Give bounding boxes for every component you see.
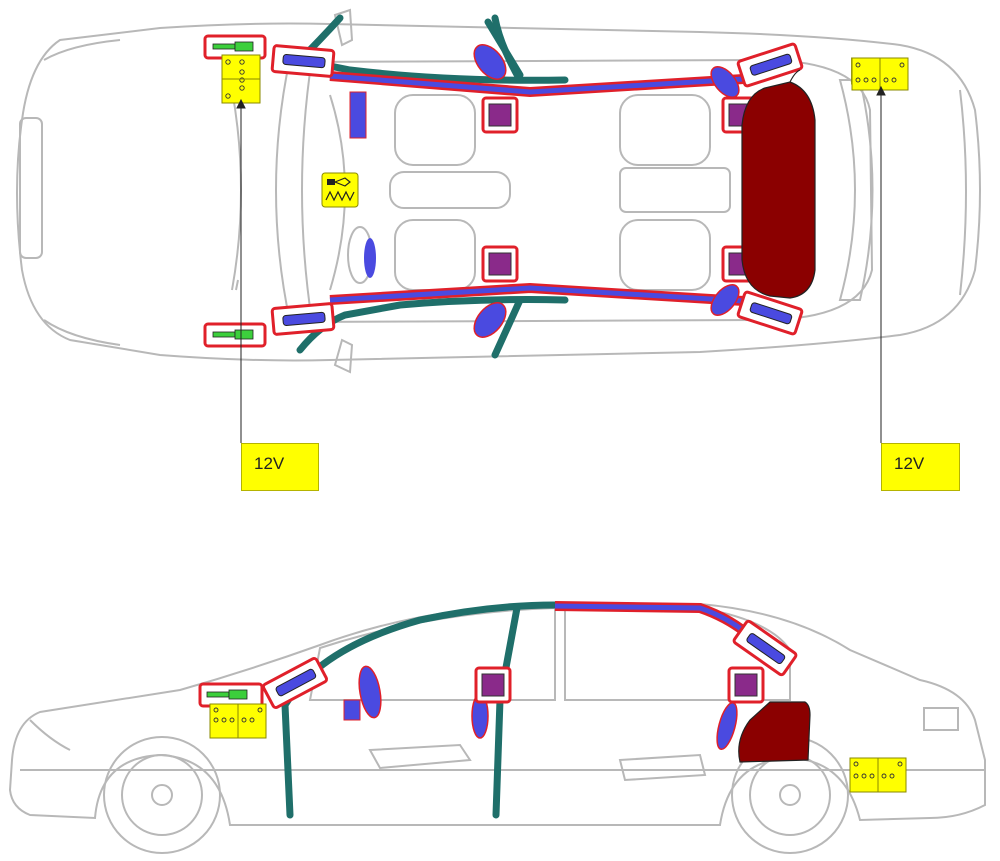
side-airbags-top xyxy=(473,44,740,338)
knee-airbag-icon xyxy=(349,91,367,139)
seat-rear-right xyxy=(619,219,711,291)
belt-tensioners-side xyxy=(474,666,765,704)
driver-airbag-icon xyxy=(364,238,376,278)
battery-rear-side xyxy=(849,757,907,793)
battery-rear-top xyxy=(851,57,909,91)
fuel-tank-side xyxy=(738,701,811,763)
battery-front-side xyxy=(209,703,267,739)
knee-airbag-side xyxy=(343,699,361,721)
center-console xyxy=(389,171,511,209)
seat-front-left xyxy=(394,94,476,166)
gas-inflators-side xyxy=(261,619,798,710)
curtain-airbags-top xyxy=(329,71,761,307)
pillars-side xyxy=(281,601,559,819)
battery-label-rear: 12V xyxy=(881,443,960,491)
rear-window xyxy=(838,79,874,301)
front-wheel xyxy=(103,736,221,854)
cabin-outline xyxy=(299,58,874,323)
battery-label-front: 12V xyxy=(241,443,319,491)
battery-icon xyxy=(221,54,261,104)
gas-inflators-top xyxy=(270,42,804,336)
front-grille xyxy=(19,117,43,259)
seat-front-right xyxy=(394,219,476,291)
top-view xyxy=(16,8,981,374)
fuel-tank-icon xyxy=(741,81,816,299)
windshield xyxy=(275,57,314,323)
seat-rear-left xyxy=(619,94,711,166)
front-sensors-top xyxy=(203,34,267,348)
car-body-outline-top xyxy=(16,22,981,362)
leader-lines xyxy=(236,85,886,443)
side-airbags-side xyxy=(358,665,738,751)
front-sensor-side xyxy=(198,682,264,708)
airbag-control-unit-icon xyxy=(321,172,359,208)
